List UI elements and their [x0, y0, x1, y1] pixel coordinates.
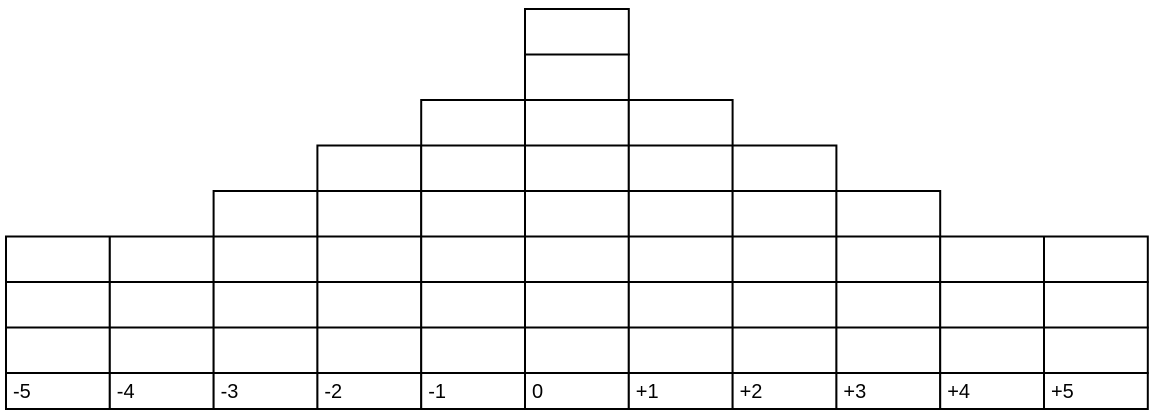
box-cell: [835, 235, 942, 283]
box-cell: [524, 235, 630, 283]
box-cell: [420, 281, 527, 329]
box-cell: [316, 190, 423, 238]
box-cell: [316, 326, 423, 374]
box-cell: [5, 281, 111, 329]
box-cell: [108, 326, 215, 374]
label-cell: [108, 372, 215, 410]
column-label: +4: [947, 381, 970, 403]
box-cell: [835, 190, 942, 238]
box-cell: [627, 326, 734, 374]
label-cell: [939, 372, 1046, 410]
label-cell: [627, 372, 734, 410]
box-cell: [524, 99, 630, 147]
box-cell: [420, 190, 527, 238]
box-cell: [731, 281, 838, 329]
label-cell: [5, 372, 111, 410]
column-label: +1: [636, 381, 659, 403]
label-cell: [1043, 372, 1149, 410]
box-cell: [316, 235, 423, 283]
label-cell: [731, 372, 838, 410]
box-cell: [316, 281, 423, 329]
box-cell: [108, 281, 215, 329]
box-cell: [939, 326, 1046, 374]
box-cell: [627, 235, 734, 283]
column-label: 0: [532, 381, 543, 403]
box-cell: [5, 235, 111, 283]
box-cells: [5, 8, 1149, 374]
box-cell: [316, 144, 423, 192]
box-cell: [420, 235, 527, 283]
box-cell: [731, 235, 838, 283]
box-cell: [1043, 235, 1149, 283]
column-label: +3: [843, 381, 866, 403]
box-cell: [731, 190, 838, 238]
box-cell: [420, 144, 527, 192]
box-cell: [627, 99, 734, 147]
box-cell: [731, 144, 838, 192]
label-cell: [420, 372, 527, 410]
box-cell: [835, 326, 942, 374]
box-cell: [524, 144, 630, 192]
box-cell: [1043, 326, 1149, 374]
box-cell: [108, 235, 215, 283]
label-cell: [835, 372, 942, 410]
column-labels: -5 -4 -3 -2 -1 0 +1 +2 +3 +4 +5: [5, 372, 1149, 410]
box-cell: [524, 281, 630, 329]
box-cell: [835, 281, 942, 329]
box-cell: [627, 144, 734, 192]
box-cell: [212, 326, 319, 374]
column-label: -2: [324, 381, 342, 403]
box-cell: [1043, 281, 1149, 329]
box-cell: [524, 190, 630, 238]
box-cell: [212, 281, 319, 329]
column-label: +2: [740, 381, 763, 403]
box-cell: [524, 326, 630, 374]
column-label: +5: [1051, 381, 1074, 403]
box-cell: [524, 8, 630, 56]
box-cell: [212, 190, 319, 238]
box-cell: [939, 235, 1046, 283]
column-label: -4: [117, 381, 135, 403]
column-label: -1: [428, 381, 446, 403]
box-cell: [420, 326, 527, 374]
box-cell: [420, 99, 527, 147]
label-cell: [524, 372, 630, 410]
label-cell: [212, 372, 319, 410]
column-label: -5: [13, 381, 31, 403]
box-cell: [627, 190, 734, 238]
box-cell: [524, 53, 630, 101]
box-cell: [5, 326, 111, 374]
box-cell: [939, 281, 1046, 329]
box-cell: [212, 235, 319, 283]
box-cell: [731, 326, 838, 374]
box-cell: [627, 281, 734, 329]
column-label: -3: [221, 381, 239, 403]
